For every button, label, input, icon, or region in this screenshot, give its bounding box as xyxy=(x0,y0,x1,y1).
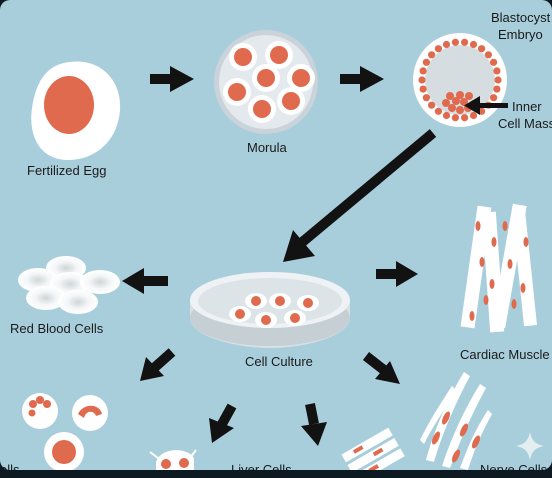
blastocyst-ring-cell xyxy=(484,51,492,59)
blastocyst-ring-cell xyxy=(428,51,436,59)
arrow-morula-to-blastocyst xyxy=(340,66,384,92)
arrow-blastocyst-to-culture xyxy=(283,129,437,262)
blastocyst-ring-cell xyxy=(451,114,459,122)
inner-cell-mass-label-1: Inner xyxy=(512,99,542,114)
blastocyst-ring-cell xyxy=(451,38,459,46)
morula xyxy=(214,30,318,134)
fertilized-egg xyxy=(31,61,121,160)
blastocyst-ring-cell xyxy=(419,85,427,93)
arrow-culture-to-liver xyxy=(301,403,327,446)
cell-culture-dish xyxy=(190,272,350,348)
blastocyst-ring-cell xyxy=(428,101,436,109)
arrow-culture-to-cardiac xyxy=(376,261,418,287)
sparkle-icon xyxy=(516,432,544,460)
blastocyst-ring-cell xyxy=(434,45,442,53)
blastocyst-ring-cell xyxy=(478,45,486,53)
cardiac-nuclei xyxy=(469,221,529,321)
nerve-nuclei xyxy=(431,411,481,463)
blastocyst-label-1: Blastocyst xyxy=(491,10,551,25)
blastocyst-ring-cell xyxy=(490,58,498,66)
red-blood-cells xyxy=(18,256,120,314)
blastocyst-ring-cell xyxy=(490,94,498,102)
blastocyst xyxy=(413,33,507,127)
fertilized-egg-label: Fertilized Egg xyxy=(27,163,106,178)
arrow-culture-to-rbc xyxy=(122,268,168,294)
blastocyst-ring-cell xyxy=(469,111,478,120)
blastocyst-ring-cell xyxy=(422,94,430,102)
arrow-culture-to-nerve xyxy=(362,352,400,384)
inner-cell-mass-label-2: Cell Mass xyxy=(498,116,552,131)
morula-label: Morula xyxy=(247,140,288,155)
blastocyst-ring-cell xyxy=(469,40,478,49)
arrow-culture-to-lower-mid-left xyxy=(209,403,237,443)
arrow-egg-to-morula xyxy=(150,66,194,92)
cardiac-muscle-label: Cardiac Muscle xyxy=(460,347,550,362)
liver-cells xyxy=(149,449,197,470)
blastocyst-ring-cell xyxy=(442,111,451,120)
blastocyst-ring-cell xyxy=(461,114,469,122)
cell-culture-label: Cell Culture xyxy=(245,354,313,369)
arrow-culture-to-lower-left xyxy=(140,348,176,381)
arrow-inner-cell-mass xyxy=(464,96,508,115)
blastocyst-ring-cell xyxy=(419,67,427,75)
blastocyst-label-2: Embryo xyxy=(498,27,543,42)
blastocyst-ring-cell xyxy=(442,40,451,49)
blastocyst-ring-cell xyxy=(422,58,430,66)
blastocyst-ring-cell xyxy=(461,38,469,46)
blastocyst-ring-cell xyxy=(494,76,502,84)
bottom-strip xyxy=(0,470,552,478)
bottom-left-cells xyxy=(22,393,108,472)
blastocyst-ring-cell xyxy=(493,85,501,93)
red-blood-cells-label: Red Blood Cells xyxy=(10,321,104,336)
blastocyst-ring-cell xyxy=(434,107,442,115)
blastocyst-ring-cell xyxy=(418,76,426,84)
blastocyst-ring-cell xyxy=(493,67,501,75)
